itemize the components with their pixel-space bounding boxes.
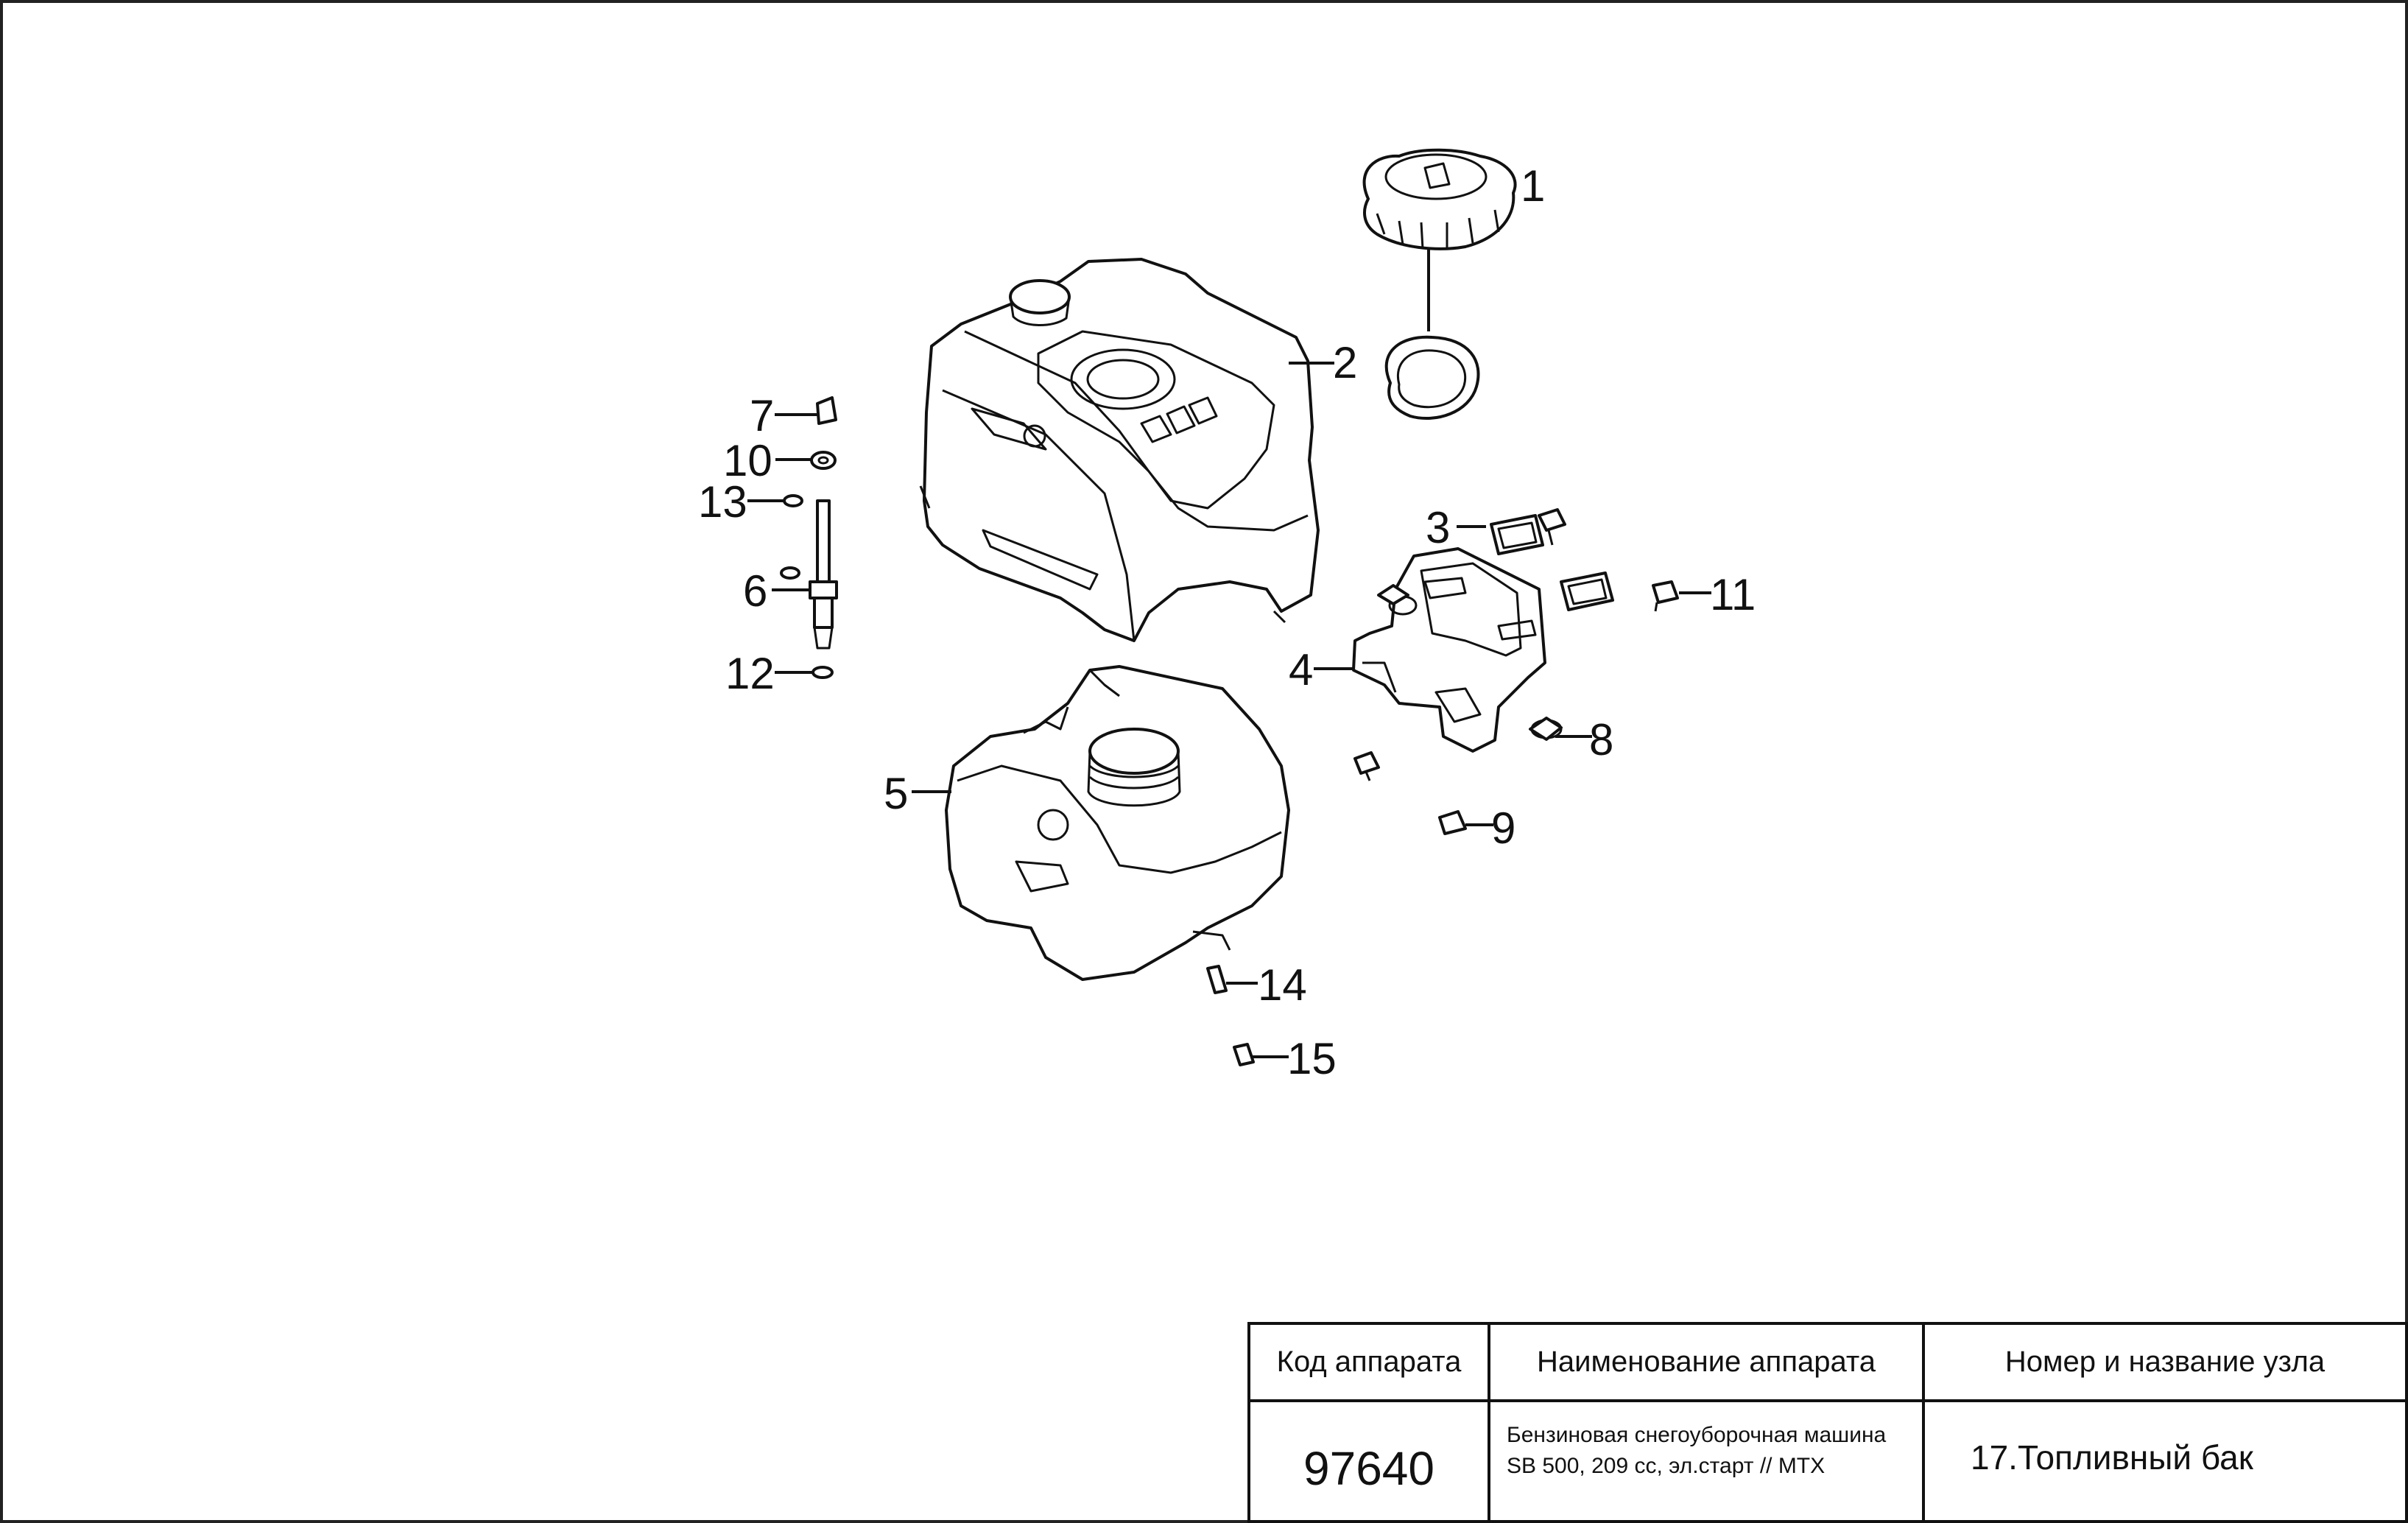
unit-header: Номер и название узла — [1925, 1325, 2408, 1402]
part-hose-clip-14 — [1206, 965, 1228, 994]
callout-4: 4 — [1289, 645, 1313, 694]
callout-15: 15 — [1287, 1034, 1337, 1083]
part-nut-10 — [810, 451, 837, 470]
title-block: Код аппарата Наименование аппарата Номер… — [1247, 1322, 2408, 1523]
part-cap-nut — [816, 396, 837, 425]
callout-13: 13 — [698, 477, 747, 527]
part-grommet-8 — [1377, 584, 1563, 741]
device-code-header: Код аппарата — [1250, 1325, 1490, 1402]
device-name-line-1: Бензиновая снегоуборочная машина — [1507, 1423, 1887, 1447]
callout-7: 7 — [750, 391, 774, 440]
callout-1: 1 — [1521, 161, 1545, 211]
part-fuel-tank — [945, 665, 1290, 981]
callout-8: 8 — [1589, 715, 1613, 764]
callout-14: 14 — [1258, 960, 1307, 1010]
part-washer-6 — [780, 566, 800, 580]
callout-11: 11 — [1710, 570, 1756, 619]
device-name-header: Наименование аппарата — [1490, 1325, 1925, 1402]
part-bolt-9 — [1353, 751, 1467, 835]
part-washer-12 — [812, 666, 834, 679]
callout-3: 3 — [1426, 503, 1450, 552]
part-small-bolt-3 — [1538, 508, 1566, 546]
part-tank-cover — [919, 258, 1320, 642]
part-bolt-11 — [1652, 580, 1679, 612]
callout-10: 10 — [723, 436, 772, 485]
device-name-value: Бензиновая снегоуборочная машина SB 500,… — [1490, 1402, 1925, 1523]
callout-12: 12 — [725, 649, 775, 698]
device-code-value: 97640 — [1250, 1402, 1490, 1523]
part-rubber-pad — [1490, 514, 1614, 611]
callout-6: 6 — [743, 566, 767, 616]
part-washer-13 — [783, 494, 803, 507]
device-name-line-2: SB 500, 209 cc, эл.старт // MTX — [1507, 1454, 1826, 1478]
part-plug-15 — [1233, 1043, 1255, 1066]
callout-5: 5 — [884, 769, 908, 818]
part-stud — [809, 499, 838, 650]
part-mounting-bracket — [1352, 547, 1563, 753]
unit-value: 17.Топливный бак — [1925, 1402, 2408, 1523]
callout-2: 2 — [1333, 338, 1357, 387]
part-fuel-cap — [1362, 148, 1517, 250]
part-cap-gasket — [1384, 335, 1480, 421]
callout-9: 9 — [1491, 803, 1515, 853]
